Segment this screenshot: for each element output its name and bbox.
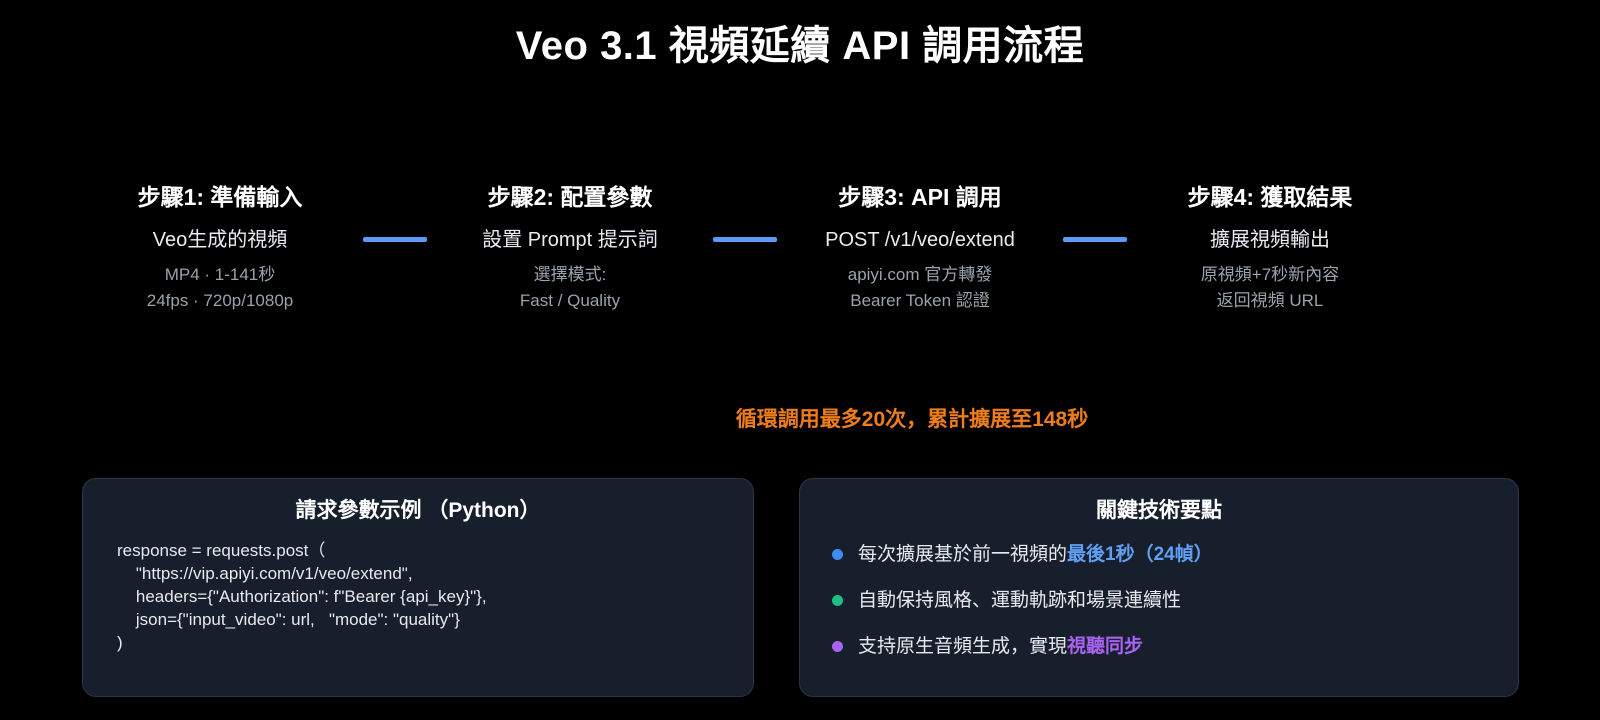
connector-line-1	[363, 237, 427, 242]
key-point-item-1: 每次擴展基於前一視頻的最後1秒（24幀）	[832, 542, 1490, 567]
bottom-panels: 請求參數示例 （Python） response = requests.post…	[0, 478, 1600, 697]
key-point-item-3: 支持原生音頻生成，實現視聽同步	[832, 634, 1490, 659]
bullet-dot-purple-icon	[832, 641, 843, 652]
key-point-1-highlight: 最後1秒（24幀）	[1067, 544, 1213, 565]
key-points-panel: 關鍵技術要點 每次擴展基於前一視頻的最後1秒（24幀） 自動保持風格、運動軌跡和…	[799, 478, 1519, 697]
step-3-detail-line-1: apiyi.com 官方轉發	[847, 265, 993, 284]
step-1-detail-line-1: MP4 · 1-141秒	[164, 265, 276, 284]
step-4-details: 原視頻+7秒新內容 返回視頻 URL	[1135, 262, 1405, 314]
key-point-2-text: 自動保持風格、運動軌跡和場景連續性	[858, 590, 1182, 611]
step-2-detail-line-2: Fast / Quality	[519, 291, 621, 310]
step-2-subtitle: 設置 Prompt 提示詞	[482, 229, 658, 251]
workflow-steps: 步驟1: 準備輸入 Veo生成的視頻 MP4 · 1-141秒 24fps · …	[0, 182, 1600, 314]
step-4-title: 步驟4: 獲取結果	[1187, 184, 1353, 210]
key-point-item-2: 自動保持風格、運動軌跡和場景連續性	[832, 588, 1490, 613]
step-2-detail-line-1: 選擇模式:	[533, 265, 607, 284]
page-title: Veo 3.1 視頻延續 API 調用流程	[515, 24, 1085, 68]
request-example-title: 請求參數示例 （Python）	[295, 499, 541, 522]
step-1: 步驟1: 準備輸入 Veo生成的視頻 MP4 · 1-141秒 24fps · …	[85, 182, 355, 314]
key-point-3-text: 支持原生音頻生成，實現視聽同步	[858, 636, 1144, 657]
step-1-title: 步驟1: 準備輸入	[137, 184, 303, 210]
python-code-block: response = requests.post（ "https://vip.a…	[117, 541, 487, 652]
step-3-title: 步驟3: API 調用	[838, 184, 1002, 210]
step-4-detail-line-1: 原視頻+7秒新內容	[1200, 265, 1340, 284]
step-2-details: 選擇模式: Fast / Quality	[435, 262, 705, 314]
step-4: 步驟4: 獲取結果 擴展視頻輸出 原視頻+7秒新內容 返回視頻 URL	[1135, 182, 1405, 314]
step-2: 步驟2: 配置參數 設置 Prompt 提示詞 選擇模式: Fast / Qua…	[435, 182, 705, 314]
step-1-detail-line-2: 24fps · 720p/1080p	[146, 291, 294, 310]
connector-line-2	[713, 237, 777, 242]
key-point-1-text: 每次擴展基於前一視頻的最後1秒（24幀）	[858, 544, 1213, 565]
step-1-subtitle: Veo生成的視頻	[152, 229, 288, 251]
step-3-details: apiyi.com 官方轉發 Bearer Token 認證	[785, 262, 1055, 314]
request-example-panel: 請求參數示例 （Python） response = requests.post…	[82, 478, 754, 697]
key-points-list: 每次擴展基於前一視頻的最後1秒（24幀） 自動保持風格、運動軌跡和場景連續性 支…	[828, 542, 1490, 659]
step-2-title: 步驟2: 配置參數	[487, 184, 653, 210]
step-4-subtitle: 擴展視頻輸出	[1210, 229, 1330, 251]
bullet-dot-green-icon	[832, 595, 843, 606]
key-point-3-highlight: 視聽同步	[1067, 636, 1144, 657]
step-1-details: MP4 · 1-141秒 24fps · 720p/1080p	[85, 262, 355, 314]
step-3-detail-line-2: Bearer Token 認證	[850, 291, 990, 310]
connector-line-3	[1063, 237, 1127, 242]
loop-annotation: 循環調用最多20次，累計擴展至148秒	[735, 408, 1089, 431]
step-3-subtitle: POST /v1/veo/extend	[825, 229, 1015, 251]
bullet-dot-blue-icon	[832, 549, 843, 560]
key-points-title: 關鍵技術要點	[1096, 499, 1222, 522]
step-3: 步驟3: API 調用 POST /v1/veo/extend apiyi.co…	[785, 182, 1055, 314]
step-4-detail-line-2: 返回視頻 URL	[1216, 291, 1324, 310]
